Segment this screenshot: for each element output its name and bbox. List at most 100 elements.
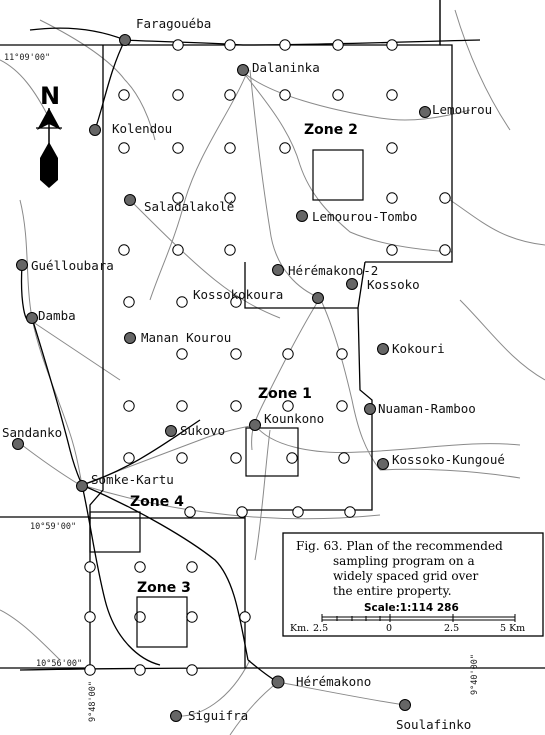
longitude-left-label: 9°48'00" [88,681,98,722]
village-marker-kossoko-kungoue [377,458,389,470]
zone-label-2: Zone 2 [304,122,358,138]
sampling-point [134,611,146,623]
place-label-kossoko: Kossoko [367,277,420,292]
sampling-point [332,89,344,101]
sampling-point [118,89,130,101]
place-label-dalaninka: Dalaninka [252,60,320,75]
sampling-point [172,39,184,51]
sampling-point [332,39,344,51]
village-marker-lemourou-tombo [296,210,308,222]
scale-unit-left: Km. [290,623,309,634]
scale-title: Scale:1:114 286 [364,602,459,614]
sampling-point [224,142,236,154]
village-marker-faragoueba [119,34,131,46]
sampling-point [336,400,348,412]
sampling-point [239,611,251,623]
sampling-point [286,452,298,464]
sampling-point [84,664,96,676]
roads [19,27,545,683]
sampling-point [118,244,130,256]
place-label-guelloubara: Guélloubara [31,258,114,273]
sampling-point [118,142,130,154]
sampling-point [386,89,398,101]
sampling-point [224,89,236,101]
village-marker-soulafinko [399,699,411,711]
caption-line-2: sampling program on a [333,554,475,568]
sampling-point [230,400,242,412]
place-label-sandanko: Sandanko [2,425,62,440]
village-marker-kolendou [89,124,101,136]
graticule [0,0,441,669]
sampling-point [186,561,198,573]
village-marker-kokouri [377,343,389,355]
sampling-point [282,348,294,360]
sampling-point [184,506,196,518]
zone-label-1: Zone 1 [258,386,312,402]
sampling-point [279,142,291,154]
village-marker-kounkono [249,419,261,431]
sampling-point [230,296,242,308]
village-marker-damba [26,312,38,324]
caption-line-1: Fig. 63. Plan of the recommended [296,539,503,553]
north-arrow-label: N [40,82,60,110]
place-label-sukovo: Sukovo [180,423,225,438]
sampling-point [236,506,248,518]
sampling-point [336,348,348,360]
village-marker-nuaman-ramboo [364,403,376,415]
scale-tick-right: 5 Km [500,623,525,634]
north-arrow: N [36,82,62,188]
place-label-somke-kartu: Somke-Kartu [91,472,174,487]
village-marker-kossoko [346,278,358,290]
sampling-point [123,400,135,412]
sampling-point [386,192,398,204]
latitude-mid-label: 10°59'00" [30,522,76,532]
village-marker-saladalakole [124,194,136,206]
sampling-point [186,664,198,676]
sampling-point [176,400,188,412]
sampling-point [344,506,356,518]
village-marker-sandanko [12,438,24,450]
place-label-saladalakole: Saladalakolé [144,199,234,214]
property-boundary [89,0,453,668]
coordinate-labels: 11°09'00" 10°59'00" 10°56'00" 9°48'00" 9… [4,53,480,722]
scale-bar [321,614,516,622]
zone-3-area [136,596,188,648]
sampling-grid [84,39,451,676]
zone-4-area [89,511,141,553]
sampling-point [338,452,350,464]
sampling-point [224,192,236,204]
sampling-point [176,452,188,464]
sampling-point [230,452,242,464]
caption-line-3: widely spaced grid over [333,569,478,583]
sampling-point [282,400,294,412]
place-label-kossoko-kungoue: Kossoko-Kungoué [392,452,505,467]
place-label-siguifra: Siguifra [188,708,248,723]
sampling-point [439,244,451,256]
village-markers [12,34,431,722]
zone-squares [89,149,364,648]
place-label-nuaman-ramboo: Nuaman-Ramboo [378,401,476,416]
village-marker-siguifra [170,710,182,722]
sampling-point [123,452,135,464]
latitude-bottom-label: 10°56'00" [36,659,82,669]
sampling-point [439,192,451,204]
sampling-point [386,39,398,51]
village-marker-lemourou [419,106,431,118]
place-label-kolendou: Kolendou [112,121,172,136]
sampling-point [84,561,96,573]
place-label-kossokokoura: Kossokokoura [193,287,283,302]
scale-tick-mid: 2.5 [444,623,459,634]
place-label-damba: Damba [38,308,76,323]
village-marker-sukovo [165,425,177,437]
village-marker-guelloubara [16,259,28,271]
zone-2-area [312,149,364,201]
sampling-point [172,192,184,204]
zone-label-4: Zone 4 [130,494,184,510]
sampling-point [172,89,184,101]
sampling-point [172,142,184,154]
caption-line-4: the entire property. [333,584,452,598]
place-label-kokouri: Kokouri [392,341,445,356]
place-label-manan-kourou: Manan Kourou [141,330,231,345]
zone-label-3: Zone 3 [137,580,191,596]
